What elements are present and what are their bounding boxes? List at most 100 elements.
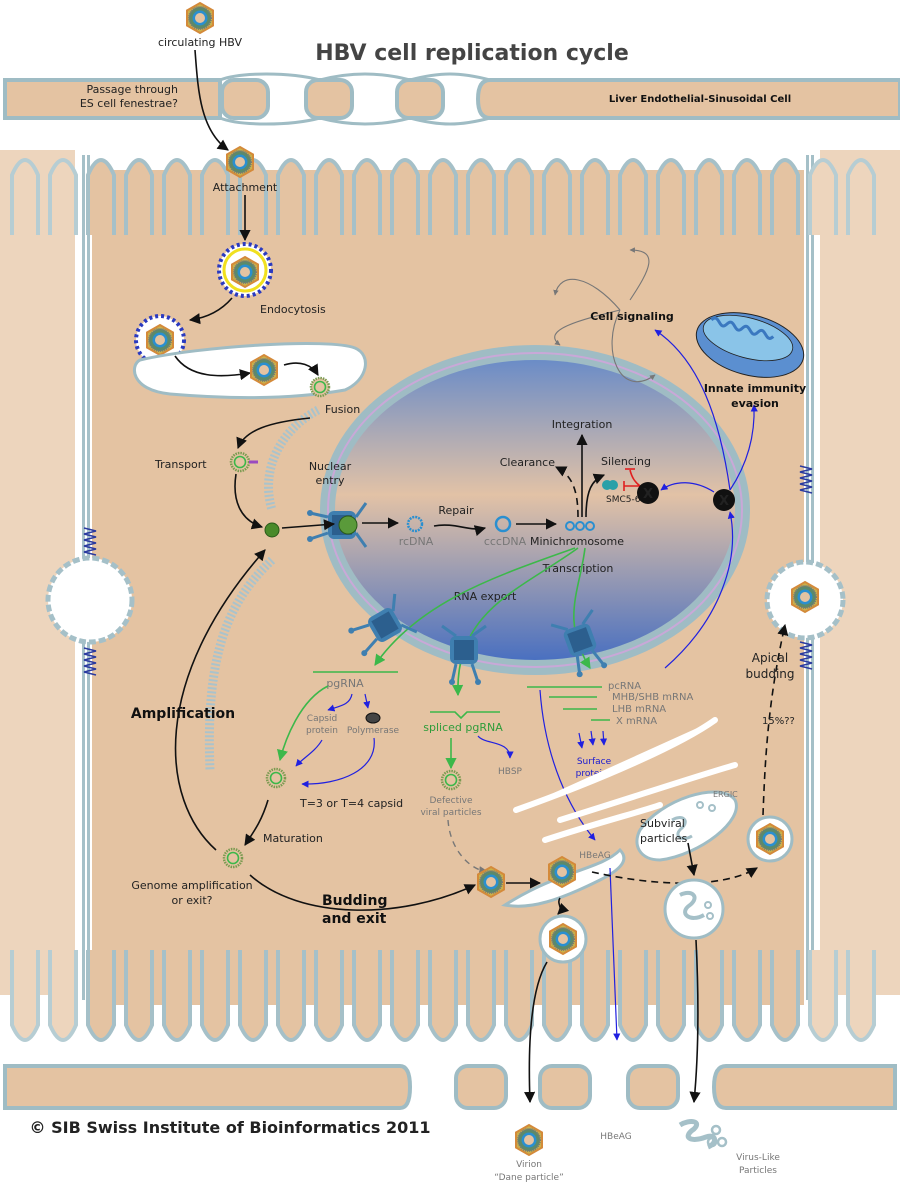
passage-label-2: ES cell fenestrae? [80, 97, 178, 110]
microvillus [694, 950, 724, 1042]
microvillus [10, 158, 40, 235]
virion-output-icon [515, 1124, 543, 1156]
microvillus [124, 950, 154, 1042]
surface-proteins-label-2: proteins [576, 769, 613, 779]
microvillus [48, 158, 78, 235]
vlp-vesicle-icon [663, 878, 725, 940]
hbx-protein-nuclear-icon: X [637, 482, 659, 504]
capsid-assembled-icon [265, 767, 287, 789]
microvillus [656, 950, 686, 1042]
secretory-vesicle-icon [538, 914, 588, 964]
apical-vesicle-icon [746, 815, 794, 863]
endosome-virion-2-icon [250, 354, 278, 386]
nucleocapsid-icon [264, 522, 280, 538]
cell-signaling-arrows [553, 247, 656, 383]
microvillus [580, 158, 610, 235]
inhibition-marker [624, 469, 641, 487]
microvillus [846, 158, 876, 235]
pgrna-label: pgRNA [326, 677, 364, 690]
fusion-capsid-icon [309, 376, 331, 398]
microvillus [276, 158, 306, 235]
microvillus [656, 158, 686, 235]
apical-budding-label-2: budding [745, 667, 794, 681]
spliced-pgrna-label: spliced pgRNA [423, 721, 503, 734]
endothelium-top [3, 72, 900, 126]
svg-text:X: X [719, 494, 729, 509]
passage-label-1: Passage through [86, 83, 178, 96]
amplification-label: Amplification [131, 706, 235, 722]
microvillus [466, 950, 496, 1042]
er-virion-icon [548, 856, 576, 888]
microvillus [352, 950, 382, 1042]
microvillus [542, 158, 572, 235]
microvillus [808, 950, 838, 1042]
lhb-mrna-label: LHB mRNA [612, 704, 666, 715]
microvillus [276, 950, 306, 1042]
ergic-compartment [635, 790, 738, 862]
microvillus [466, 158, 496, 235]
innate-immunity-label-2: evasion [731, 397, 779, 410]
apical-budding-label-1: Apical [752, 651, 788, 665]
transport-label: Transport [154, 458, 207, 471]
polymerase-label: Polymerase [347, 726, 400, 736]
hbeag-er-label: HBeAG [579, 851, 610, 861]
defective-label-2: viral particles [420, 808, 481, 818]
microtubule-upper [264, 406, 321, 512]
surface-proteins-label-1: Surface [577, 757, 612, 767]
microvillus [314, 950, 344, 1042]
vlp-label-1: Virus-Like [736, 1153, 780, 1163]
apical-percent-label: 15%?? [762, 716, 795, 727]
rcdna-label: rcDNA [399, 535, 434, 548]
microvilli-bottom [10, 950, 876, 1042]
microvillus [618, 950, 648, 1042]
ergic-label: ERGIC [713, 790, 738, 799]
microvillus [428, 158, 458, 235]
microvillus [504, 950, 534, 1042]
vlp-label-2: Particles [739, 1166, 777, 1176]
endothelium-bottom [3, 1064, 897, 1110]
subviral-label-1: Subviral [640, 817, 685, 830]
microtubule-lower [204, 556, 276, 771]
cccdna-label: cccDNA [484, 535, 527, 548]
defective-label-1: Defective [429, 796, 472, 806]
mitochondrion-icon [695, 312, 805, 378]
innate-immunity-label-1: Innate immunity [704, 382, 806, 395]
microvillus [162, 950, 192, 1042]
attachment-label: Attachment [213, 181, 278, 194]
microvillus [542, 950, 572, 1042]
microvillus [390, 158, 420, 235]
microvillus [200, 950, 230, 1042]
subviral-label-2: particles [640, 832, 687, 845]
microvillus [618, 158, 648, 235]
microvillus [86, 158, 116, 235]
virion-label-2: “Dane particle” [494, 1173, 564, 1183]
capsid-type-label: T=3 or T=4 capsid [299, 797, 403, 810]
fusion-label: Fusion [325, 403, 360, 416]
apical-virion-icon [791, 581, 819, 613]
microvillus [10, 950, 40, 1042]
cell-signaling-label: Cell signaling [590, 310, 674, 323]
transport-capsid-icon [229, 451, 251, 473]
defective-particle-icon [440, 769, 462, 791]
integration-label: Integration [552, 418, 613, 431]
microvillus [846, 950, 876, 1042]
copyright-label: © SIB Swiss Institute of Bioinformatics … [30, 1118, 431, 1137]
virus-like-particles-icon [678, 1119, 728, 1150]
mature-capsid-icon [222, 847, 244, 869]
hbsp-label: HBSP [498, 767, 522, 777]
minichromosome-label: Minichromosome [530, 535, 624, 548]
pcrna-label: pcRNA [608, 681, 641, 692]
microvillus [48, 950, 78, 1042]
budding-exit-label-1: Budding [322, 893, 387, 909]
x-mrna-label: X mRNA [616, 716, 657, 727]
microvillus [580, 950, 610, 1042]
nuclear-entry-label-1: Nuclear [309, 460, 352, 473]
microvillus [694, 158, 724, 235]
transcription-label: Transcription [542, 562, 614, 575]
microvillus [86, 950, 116, 1042]
svg-text:X: X [643, 487, 653, 502]
microvillus [770, 950, 800, 1042]
bile-canaliculus-right [764, 465, 846, 670]
mhb-shb-mrna-label: MHB/SHB mRNA [612, 692, 693, 703]
